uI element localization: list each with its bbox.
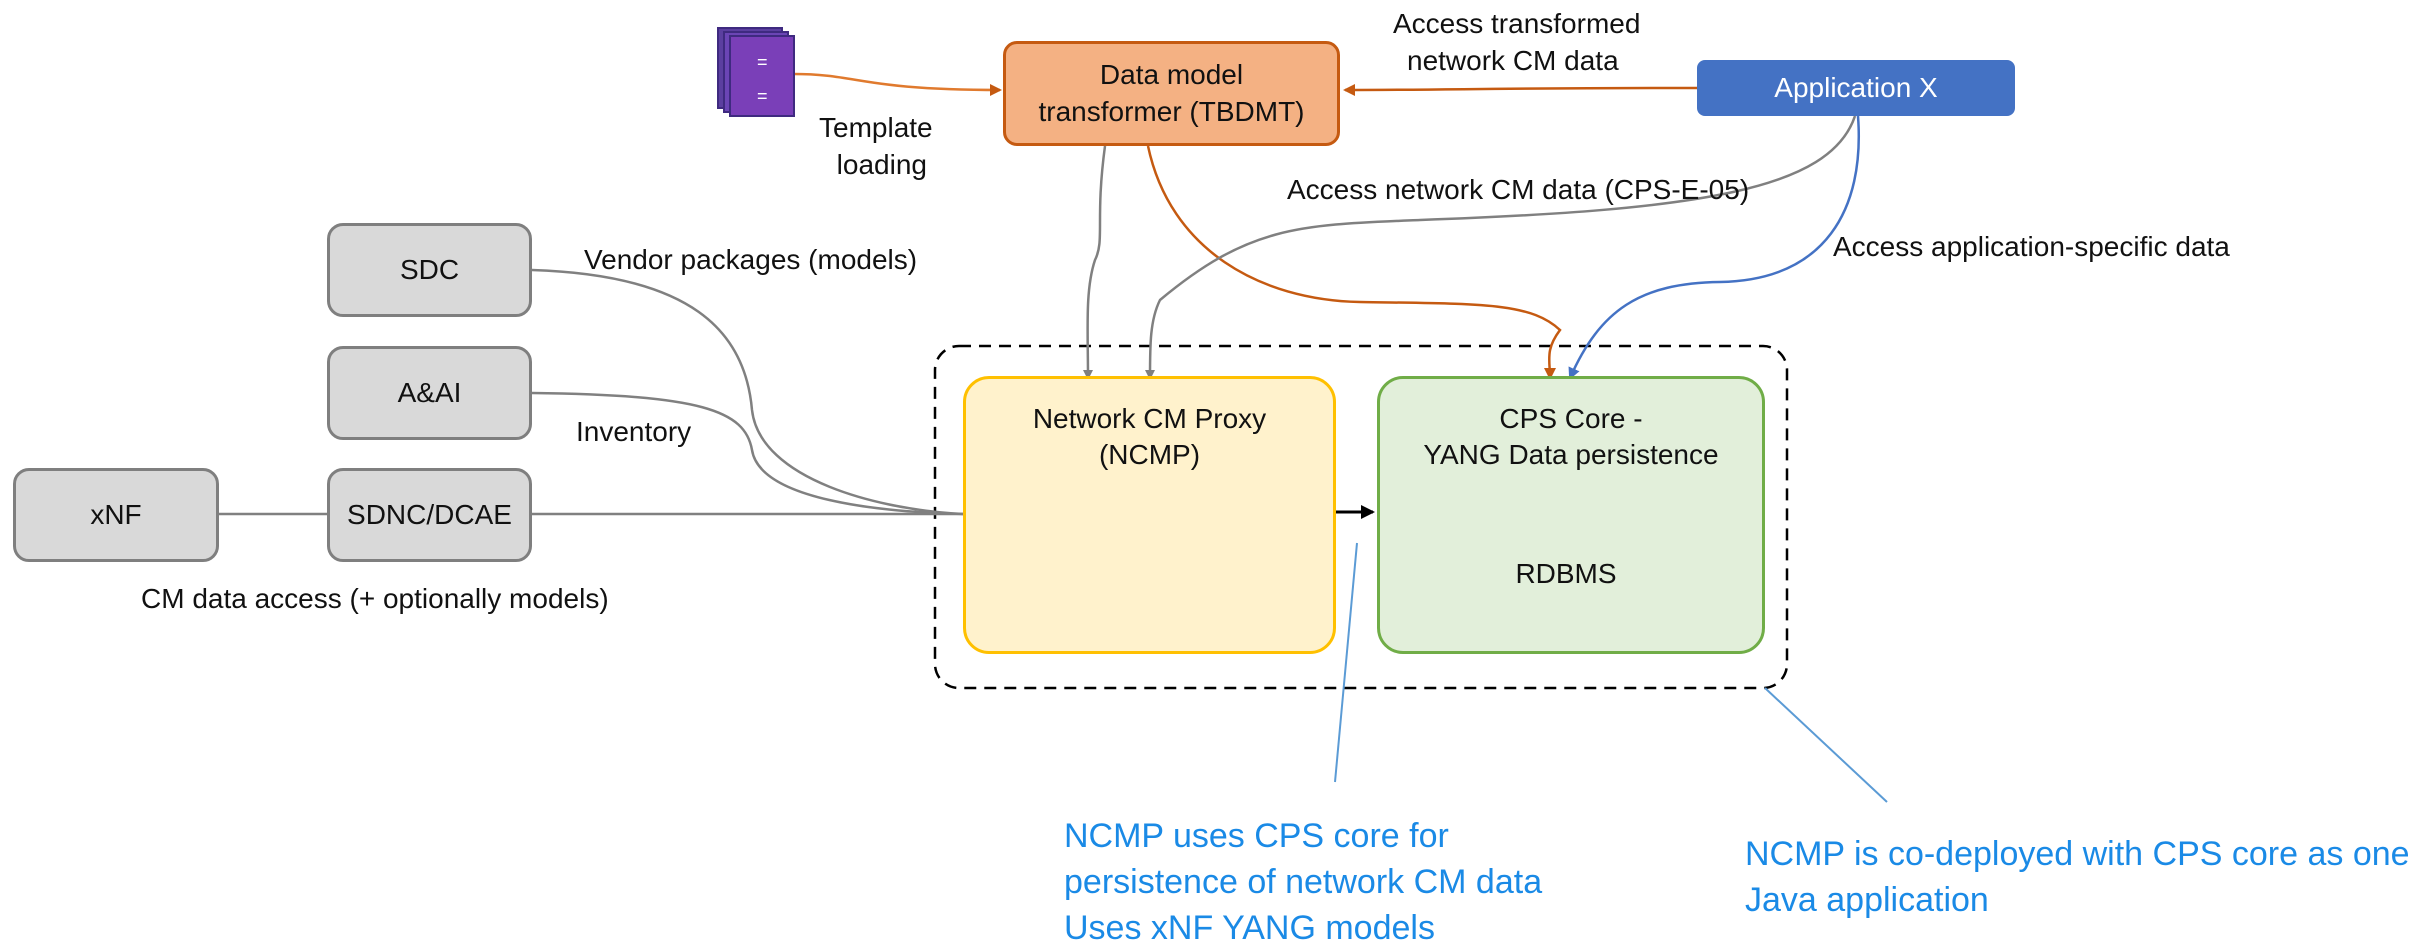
ncmp-note-line2: persistence of network CM data [1064,862,1543,901]
xnf-label: xNF [90,498,142,530]
template-loading-line1: Template [819,112,933,143]
codeployment-note: NCMP is co-deployed with CPS core as one… [1745,832,2409,924]
aai-box: A&AI [327,346,532,440]
tbdmt-to-ncmp-arrow [1082,145,1107,380]
aai-to-ncmp-line [531,391,964,516]
ncmp-note-line3: Uses xNF YANG models [1064,908,1435,947]
cm-access-label: CM data access (+ optionally models) [141,583,609,614]
sdc-to-ncmp-line [531,268,964,516]
application-x-box: Application X [1697,60,2015,116]
sdnc-dcae-label: SDNC/DCAE [347,498,512,530]
xnf-box: xNF [13,468,219,562]
deployment-boundary [933,344,1789,690]
codeployment-note-line2: Java application [1745,880,1989,919]
inventory-label: Inventory [576,416,692,447]
rdbms-label: RDBMS [1515,558,1617,589]
access-transformed-line1: Access transformed [1393,8,1641,39]
ncmp-label-line1: Network CM Proxy [1032,403,1267,434]
ncmp-persistence-note: NCMP uses CPS core for persistence of ne… [1064,814,1542,952]
access-transformed-label: Access transformed network CM data [1393,6,1640,80]
vendor-packages-label: Vendor packages (models) [584,244,918,275]
cps-core-label-line2: YANG Data persistence [1423,439,1719,471]
template-stack-icon: = = [717,27,795,117]
template-loading-label: Template loading [819,110,933,184]
sdnc-dcae-box: SDNC/DCAE [327,468,532,562]
tbdmt-to-cpscore-arrow [1146,145,1562,380]
tbdmt-box: Data model transformer (TBDMT) [1003,41,1340,146]
appx-to-cpscore-arrow [1568,115,1860,380]
access-app-label: Access application-specific data [1833,231,2230,262]
sdc-label: SDC [399,253,460,285]
tbdmt-label-line2: transformer (TBDMT) [1038,95,1305,127]
ncmp-label-line2: (NCMP) [1098,439,1201,471]
template-loading-line2: loading [836,148,927,180]
access-transformed-line2: network CM data [1407,44,1619,76]
access-transformed-arrow [1343,83,1698,96]
cps-core-label-line1: CPS Core - [1499,403,1643,434]
template-loading-arrow [792,72,1002,96]
cps-core-box: CPS Core - YANG Data persistence [1377,376,1765,654]
tbdmt-label-line1: Data model [1099,59,1244,91]
ncmp-callout-line [1334,542,1358,783]
appx-to-ncmp-arrow [1145,115,1857,380]
boundary-callout-line [1764,687,1888,803]
codeployment-note-line1: NCMP is co-deployed with CPS core as one [1745,835,2409,873]
application-x-label: Application X [1774,71,1938,103]
sdc-box: SDC [327,223,532,317]
access-network-label: Access network CM data (CPS-E-05) [1287,174,1750,205]
ncmp-note-line1: NCMP uses CPS core for [1064,817,1449,855]
aai-label: A&AI [397,376,462,408]
ncmp-box: Network CM Proxy (NCMP) [963,376,1336,654]
